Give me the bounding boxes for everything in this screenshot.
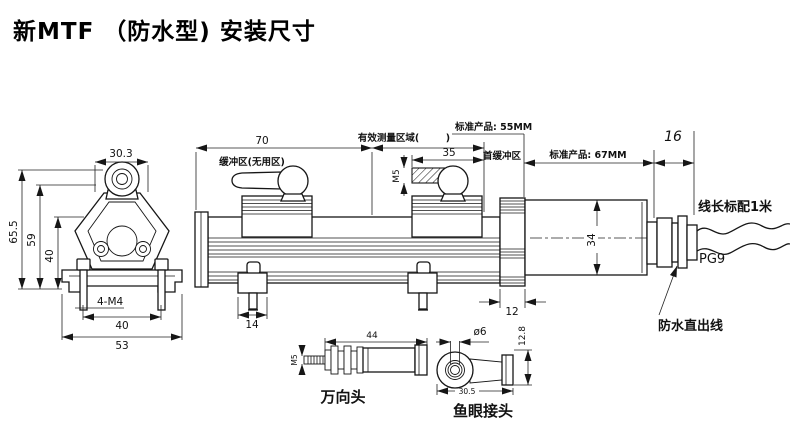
uh-thread-label: M5 — [290, 354, 299, 365]
dim-label-30-5: 30.5 — [459, 387, 476, 396]
dim-label-30-3: 30.3 — [109, 148, 132, 160]
uh-threaded-rod — [303, 355, 326, 365]
clamp-lever-2 — [411, 165, 469, 202]
side-view: 70 缓冲区(无用区) 有效测量区域( ) 标准产品: 55MM 首缓冲区 35… — [194, 121, 790, 334]
gland-ring-2 — [671, 222, 679, 263]
fe-shank — [469, 358, 503, 384]
thread-label-m5: M5 — [392, 169, 402, 183]
fisheye-joint-label: 鱼眼接头 — [453, 402, 513, 420]
dim-label-d6: ø6 — [473, 326, 486, 338]
bolt-left-shaft — [79, 269, 88, 311]
fe-end-block — [501, 354, 514, 386]
gland-ring-1 — [656, 217, 673, 268]
uh-washer-2 — [343, 345, 352, 375]
dim-label-44: 44 — [366, 331, 378, 341]
dim-label-53: 53 — [115, 340, 128, 352]
dim-label-70: 70 — [255, 135, 268, 147]
leader-cable-exit — [658, 265, 678, 316]
uh-washer-3 — [356, 346, 364, 374]
uh-nut-2 — [337, 350, 345, 370]
center-notch — [106, 225, 138, 257]
uh-end-cap — [414, 344, 428, 376]
dim-label-65-5: 65.5 — [8, 220, 20, 243]
dim-label-12-8: 12.8 — [518, 326, 528, 346]
uh-nut-1 — [324, 349, 332, 371]
dim-label-40h: 40 — [115, 320, 128, 332]
dim-label-40v: 40 — [44, 249, 56, 262]
bolt-right-shaft — [157, 269, 166, 311]
dim-label-34: 34 — [586, 233, 598, 247]
front-view: 30.3 65.5 59 40 4-M4 40 53 — [8, 148, 183, 352]
fe-eye-hole — [450, 365, 460, 375]
gland-ring-4 — [686, 224, 698, 261]
universal-head-label: 万向头 — [319, 388, 365, 406]
gland-ring-3 — [677, 215, 688, 269]
uh-nut-3 — [350, 350, 358, 370]
bolt-right-head — [154, 258, 169, 271]
screw-hole-left-inner — [97, 245, 105, 253]
uh-washer-1 — [330, 345, 339, 375]
slider-block-1 — [241, 195, 313, 238]
collar-threads — [500, 200, 525, 284]
fisheye-joint-view: ø6 12.8 30.5 鱼眼接头 — [436, 326, 532, 420]
label-buffer-zone: 缓冲区(无用区) — [219, 156, 285, 168]
uh-rod-threads — [307, 356, 324, 364]
bolt-left-head — [76, 258, 91, 271]
threaded-collar — [499, 197, 526, 287]
thread-callout-4m4: 4-M4 — [97, 296, 124, 308]
label-measuring-range: 有效测量区域( ) — [358, 132, 450, 144]
dim-label-14: 14 — [245, 319, 259, 331]
dim-label-12: 12 — [505, 306, 518, 318]
universal-head-view: 44 M5 万向头 — [290, 331, 428, 406]
dim-label-59: 59 — [26, 233, 38, 246]
note-standard-67mm: 标准产品: 67MM — [548, 149, 626, 161]
eyelet-hole — [116, 173, 128, 185]
cable-wire-top — [696, 222, 790, 235]
clamp-lever-1 — [231, 165, 309, 202]
gland-flange — [646, 221, 658, 265]
mounting-clamp-2 — [407, 261, 438, 311]
dim-label-16: 16 — [664, 129, 682, 145]
label-front-buffer: 首缓冲区 — [483, 150, 522, 162]
note-cable-length: 线长标配1米 — [698, 199, 773, 215]
slider-block-2 — [411, 195, 483, 238]
note-standard-55mm: 标准产品: 55MM — [454, 121, 532, 133]
screw-hole-right-inner — [139, 245, 147, 253]
dim-label-35: 35 — [442, 147, 455, 159]
mounting-clamp-1 — [237, 261, 268, 311]
label-pg9: PG9 — [699, 252, 725, 267]
rail-end-plate — [194, 211, 209, 288]
uh-body — [362, 347, 416, 373]
cable-wire-bottom — [696, 243, 790, 255]
dim-34-mask — [585, 226, 598, 253]
label-cable-exit: 防水直出线 — [658, 318, 723, 334]
page-title: 新MTF （防水型) 安装尺寸 — [13, 19, 316, 45]
